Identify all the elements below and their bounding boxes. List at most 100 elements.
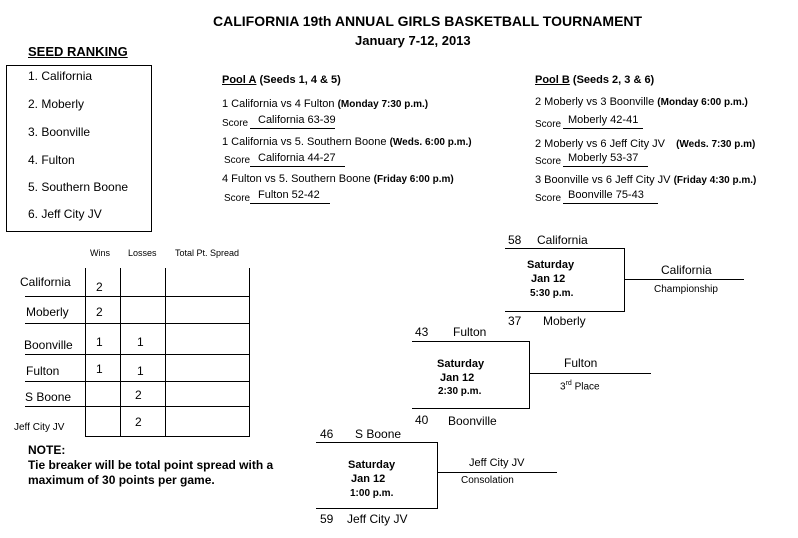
pool-b-game-2: 2 Moberly vs 6 Jeff City JV (Weds. 7:30 … <box>535 138 755 150</box>
game-matchup: 1 California vs 5. Southern Boone <box>222 136 387 148</box>
seed-item: 5. Southern Boone <box>28 180 129 194</box>
bracket-label: 3rd Place <box>560 380 600 392</box>
game-score: Boonville 75-43 <box>568 189 644 201</box>
table-row-team: Jeff City JV <box>14 422 65 433</box>
table-row-team: Fulton <box>26 364 60 378</box>
bracket-label-rest: Place <box>571 381 600 393</box>
seed-item: 2. Moberly <box>28 97 85 111</box>
game-time: (Weds. 6:00 p.m.) <box>389 137 472 148</box>
game-time: (Friday 6:00 p.m) <box>373 174 454 185</box>
col-header-spread: Total Pt. Spread <box>175 248 240 258</box>
note-heading: NOTE: <box>28 443 66 457</box>
bracket-bottom-team: Moberly <box>543 314 586 328</box>
table-row-losses: 1 <box>137 364 144 378</box>
bracket-top-score: 58 <box>508 233 522 247</box>
bracket-day: Saturday <box>527 259 575 271</box>
table-gridline <box>249 268 250 437</box>
game-time: (Monday 6:00 p.m.) <box>657 97 748 108</box>
bracket-day: Saturday <box>348 459 396 471</box>
bracket-winner: Fulton <box>564 356 598 370</box>
score-label: Score <box>224 193 251 204</box>
bracket-line <box>316 508 438 509</box>
table-row-team: Boonville <box>24 338 73 352</box>
game-matchup: 2 Moberly vs 6 Jeff City JV <box>535 138 666 150</box>
seed-item: 1. California <box>28 69 93 83</box>
bracket-line <box>505 248 625 249</box>
bracket-bottom-team: Jeff City JV <box>347 512 408 526</box>
score-underline <box>250 128 335 129</box>
game-time: (Monday 7:30 p.m.) <box>337 99 429 110</box>
seed-ranking-heading: SEED RANKING <box>28 44 128 59</box>
game-score: Moberly 53-37 <box>568 152 639 164</box>
seed-item: 3. Boonville <box>28 125 91 139</box>
table-gridline <box>165 268 166 437</box>
table-row-team: S Boone <box>25 390 72 404</box>
bracket-bottom-score: 59 <box>320 512 334 526</box>
table-row-wins: 2 <box>96 280 103 294</box>
table-gridline <box>25 381 249 382</box>
table-row-losses: 2 <box>135 415 142 429</box>
score-underline <box>563 166 648 167</box>
score-label: Score <box>222 118 249 129</box>
game-matchup: 4 Fulton vs 5. Southern Boone <box>222 173 371 185</box>
score-label: Score <box>535 156 562 167</box>
bracket-date: Jan 12 <box>351 473 386 485</box>
bracket-bottom-score: 37 <box>508 314 522 328</box>
bracket-top-team: California <box>537 233 588 247</box>
table-row-team: California <box>20 275 71 289</box>
bracket-line <box>316 442 438 443</box>
seed-ranking-box <box>6 65 152 232</box>
pool-a-game-2: 1 California vs 5. Southern Boone (Weds.… <box>222 136 472 148</box>
table-row-wins: 2 <box>96 305 103 319</box>
score-underline <box>250 203 330 204</box>
score-label: Score <box>535 193 562 204</box>
pool-b-seeds: (Seeds 2, 3 & 6) <box>572 74 655 86</box>
bracket-line <box>624 279 744 280</box>
bracket-label-num: 3 <box>560 381 566 393</box>
game-score: California 63-39 <box>258 114 336 126</box>
pool-b-label: Pool B <box>535 74 570 86</box>
game-score: Fulton 52-42 <box>258 189 320 201</box>
table-row-losses: 2 <box>135 388 142 402</box>
col-header-wins: Wins <box>90 248 110 258</box>
table-row-team: Moberly <box>26 305 69 319</box>
note-line-2: maximum of 30 points per game. <box>28 473 215 487</box>
pool-a-seeds: (Seeds 1, 4 & 5) <box>259 74 341 86</box>
score-underline <box>563 203 658 204</box>
seed-item: 4. Fulton <box>28 153 75 167</box>
note-line-1: Tie breaker will be total point spread w… <box>28 458 274 472</box>
table-row-wins: 1 <box>96 362 103 376</box>
game-score: California 44-27 <box>258 152 336 164</box>
score-underline <box>563 128 643 129</box>
pool-b-game-3: 3 Boonville vs 6 Jeff City JV (Friday 4:… <box>535 174 756 186</box>
tournament-dates: January 7-12, 2013 <box>355 33 471 48</box>
pool-a-heading: Pool A (Seeds 1, 4 & 5) <box>222 74 341 86</box>
bracket-label-sup: rd <box>565 380 572 387</box>
bracket-top-score: 43 <box>415 325 429 339</box>
bracket-top-team: S Boone <box>355 427 402 441</box>
bracket-day: Saturday <box>437 358 485 370</box>
table-gridline <box>85 436 249 437</box>
table-gridline <box>85 268 86 437</box>
bracket-line <box>505 311 625 312</box>
game-time: (Weds. 7:30 p.m) <box>676 139 756 150</box>
game-matchup: 3 Boonville vs 6 Jeff City JV <box>535 174 671 186</box>
seed-item: 6. Jeff City JV <box>28 207 102 221</box>
pool-b-game-1: 2 Moberly vs 3 Boonville (Monday 6:00 p.… <box>535 96 748 108</box>
pool-a-label: Pool A <box>222 74 257 86</box>
bracket-line <box>529 341 530 408</box>
pool-a-game-3: 4 Fulton vs 5. Southern Boone (Friday 6:… <box>222 173 454 185</box>
bracket-time: 2:30 p.m. <box>438 386 482 397</box>
bracket-top-team: Fulton <box>453 325 487 339</box>
bracket-top-score: 46 <box>320 427 334 441</box>
score-label: Score <box>535 119 562 130</box>
bracket-winner: California <box>661 263 712 277</box>
bracket-date: Jan 12 <box>440 372 475 384</box>
bracket-line <box>412 341 530 342</box>
bracket-line <box>529 373 651 374</box>
bracket-winner: Jeff City JV <box>469 457 525 469</box>
game-matchup: 2 Moberly vs 3 Boonville <box>535 96 655 108</box>
game-score: Moberly 42-41 <box>568 114 639 126</box>
bracket-time: 1:00 p.m. <box>350 488 394 499</box>
bracket-bottom-score: 40 <box>415 413 429 427</box>
